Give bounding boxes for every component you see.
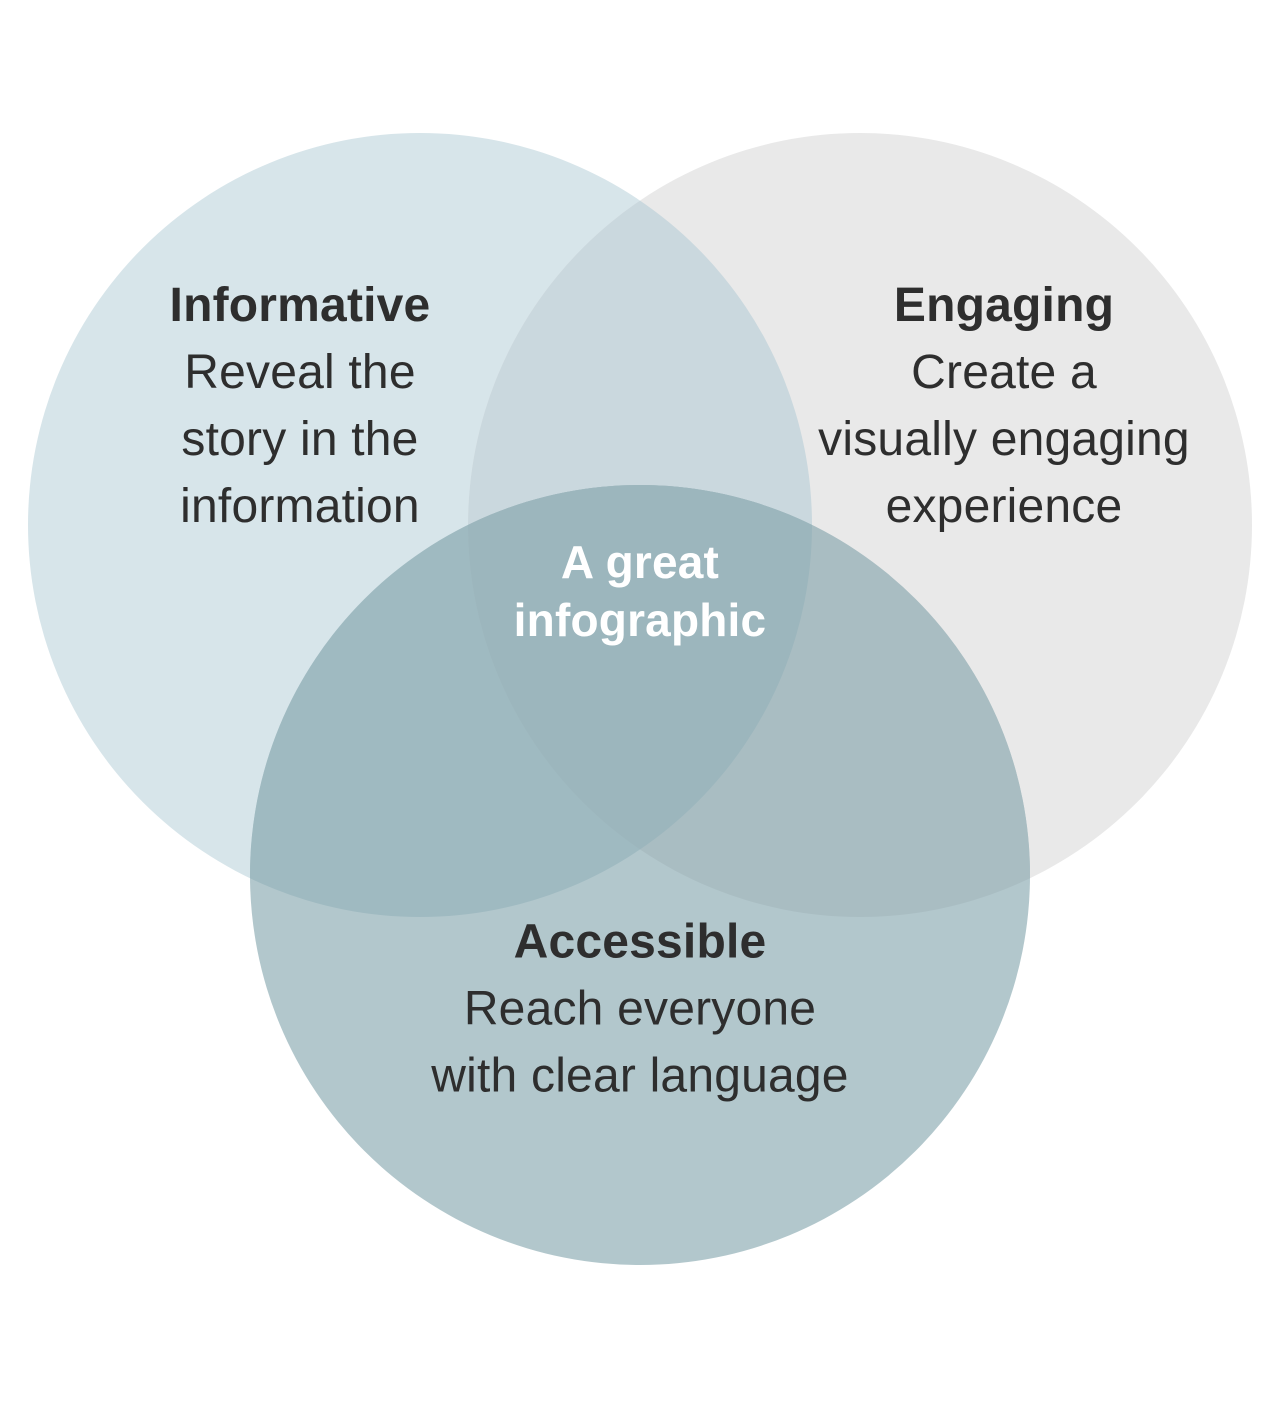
center-label-line: A great [560,536,720,588]
engaging-desc-line: visually engaging [818,413,1190,466]
informative-title: Informative [169,279,431,332]
engaging-desc-line: experience [885,480,1123,533]
informative-desc-line: Reveal the [184,346,416,399]
engaging-title: Engaging [893,279,1115,332]
engaging-desc-line: Create a [911,346,1097,399]
informative-desc-line: information [180,480,420,533]
center-label-block: A great infographic [514,533,767,649]
center-label-line: infographic [513,594,767,646]
accessible-desc-line: with clear language [431,1049,849,1103]
engaging-label-block: Engaging Create a visually engaging expe… [818,272,1190,540]
informative-desc-line: story in the [181,413,419,466]
accessible-desc-line: Reach everyone [463,982,817,1036]
accessible-title: Accessible [513,915,767,969]
informative-label-block: Informative Reveal the story in the info… [170,272,431,540]
accessible-label-block: Accessible Reach everyone with clear lan… [431,909,848,1110]
